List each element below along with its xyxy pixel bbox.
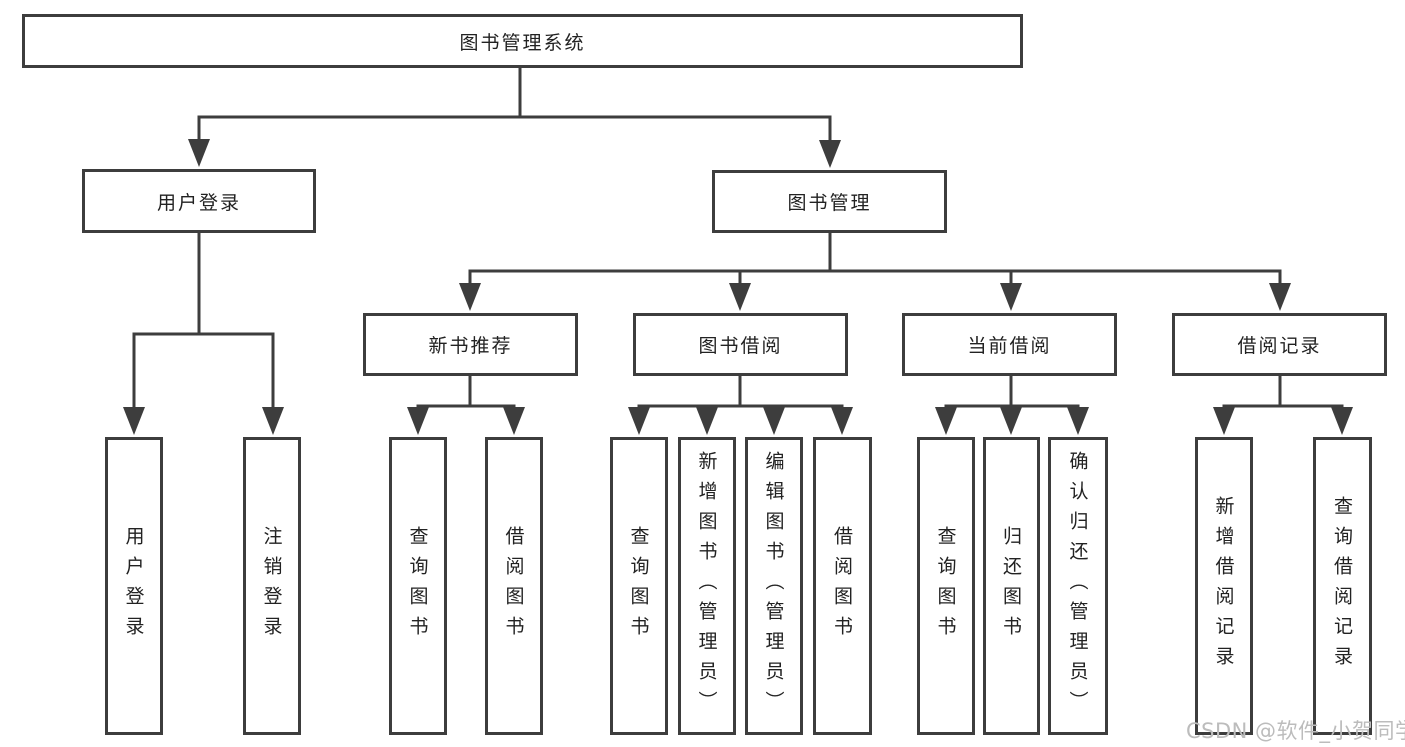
leaf-query-books-recommend: 查询图书: [389, 437, 447, 735]
leaf-user-login: 用户登录: [105, 437, 163, 735]
arrowhead: [123, 407, 145, 435]
arrowhead: [729, 283, 751, 311]
arrowhead: [763, 407, 785, 435]
leaf-query-books-current: 查询图书: [917, 437, 975, 735]
node-root-system: 图书管理系统: [22, 14, 1023, 68]
arrowhead: [628, 407, 650, 435]
node-user-login: 用户登录: [82, 169, 316, 233]
leaf-add-book-admin: 新增图书（管理员）: [678, 437, 736, 735]
arrowhead: [1000, 407, 1022, 435]
arrowhead: [1000, 283, 1022, 311]
arrowhead: [819, 140, 841, 168]
leaf-confirm-return-admin: 确认归还（管理员）: [1048, 437, 1108, 735]
leaf-logout-login: 注销登录: [243, 437, 301, 735]
arrowhead: [262, 407, 284, 435]
arrowhead: [831, 407, 853, 435]
leaf-borrow-books-recommend: 借阅图书: [485, 437, 543, 735]
node-current-borrow: 当前借阅: [902, 313, 1117, 376]
node-book-borrow: 图书借阅: [633, 313, 848, 376]
arrowhead: [503, 407, 525, 435]
leaf-query-books-borrow: 查询图书: [610, 437, 668, 735]
node-new-book-recommend: 新书推荐: [363, 313, 578, 376]
connector-lines: [132, 68, 1344, 413]
leaf-borrow-books: 借阅图书: [813, 437, 872, 735]
arrowhead: [459, 283, 481, 311]
arrowhead: [1067, 407, 1089, 435]
leaf-return-book: 归还图书: [983, 437, 1040, 735]
arrowhead: [935, 407, 957, 435]
arrowhead: [1269, 283, 1291, 311]
arrowhead: [188, 139, 210, 167]
csdn-watermark: CSDN @软件_小贺同学: [1186, 719, 1405, 743]
arrowhead: [1331, 407, 1353, 435]
leaf-edit-book-admin: 编辑图书（管理员）: [745, 437, 803, 735]
arrowhead: [1213, 407, 1235, 435]
leaf-add-borrow-record: 新增借阅记录: [1195, 437, 1253, 735]
node-book-management: 图书管理: [712, 170, 947, 233]
arrowhead: [407, 407, 429, 435]
node-borrow-records: 借阅记录: [1172, 313, 1387, 376]
arrowheads: [123, 139, 1353, 435]
arrowhead: [696, 407, 718, 435]
leaf-query-borrow-record: 查询借阅记录: [1313, 437, 1372, 735]
